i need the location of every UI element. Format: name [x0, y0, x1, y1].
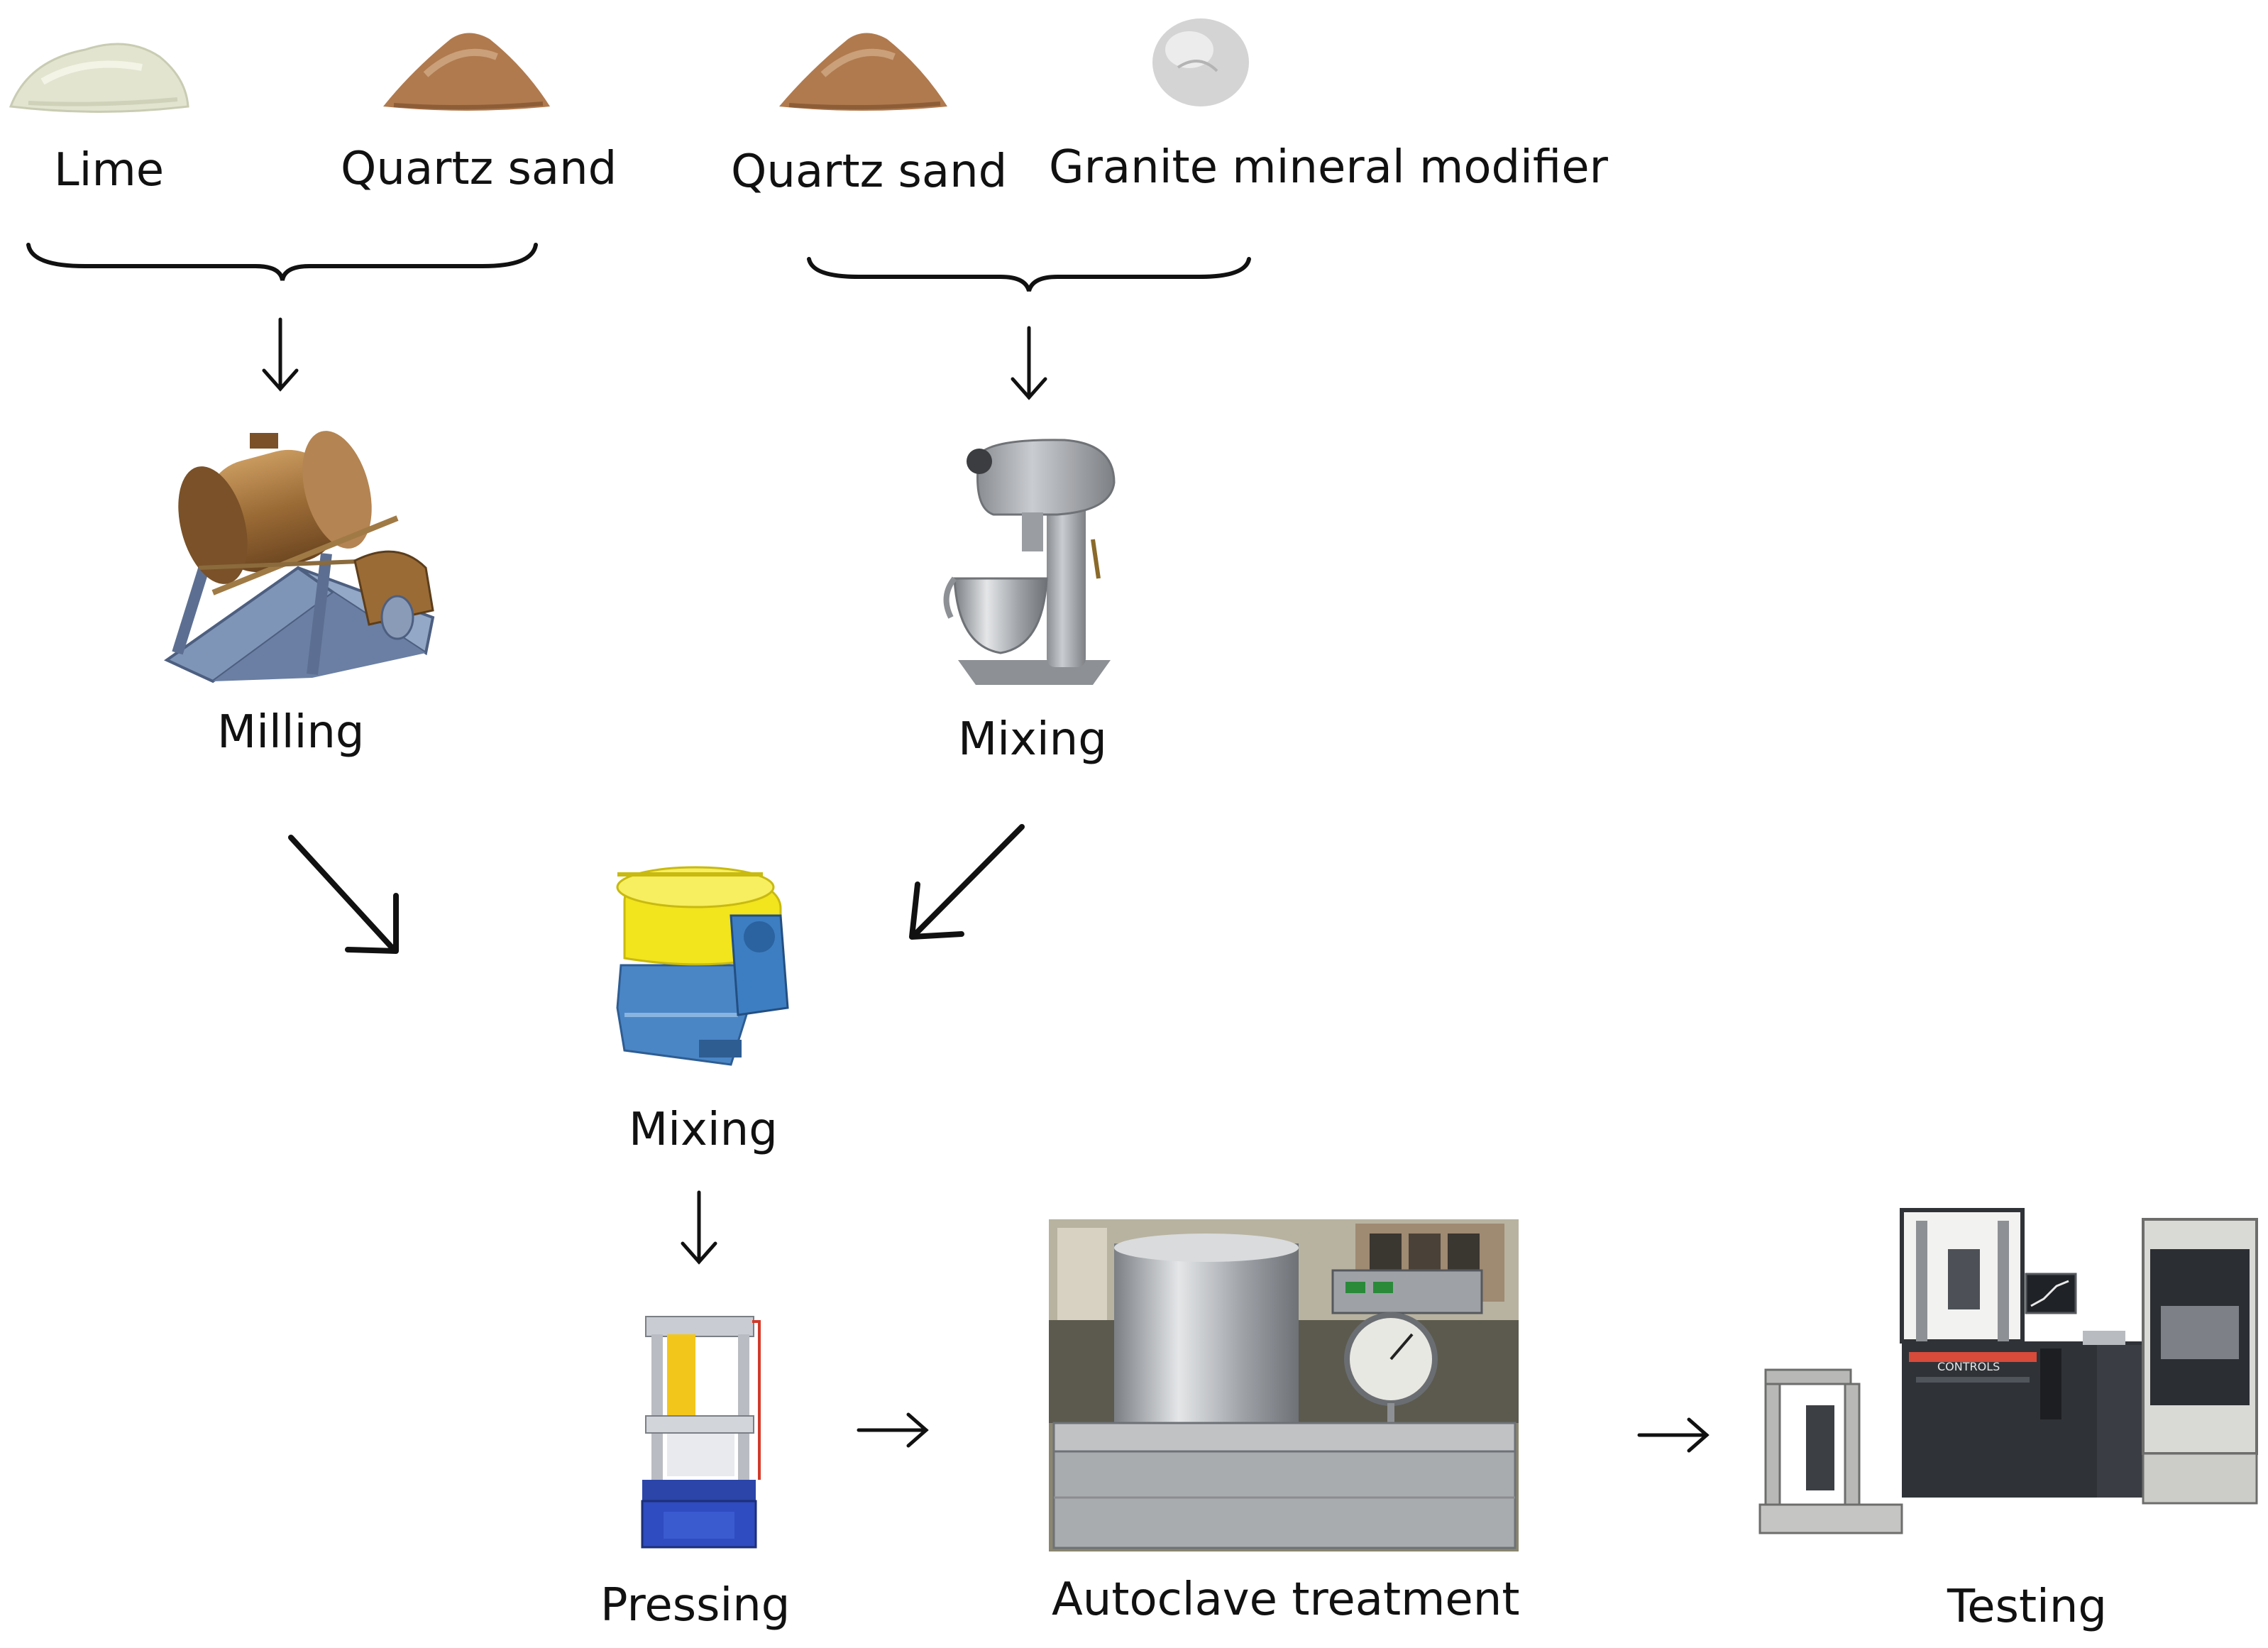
- arrow-milling-to-mixer: [288, 835, 399, 954]
- label-lime: Lime: [54, 144, 165, 197]
- ball-mill-illustration: [164, 431, 435, 683]
- arrow-to-testing: [1637, 1417, 1710, 1453]
- tester-brand-label: CONTROLS: [1937, 1360, 2000, 1373]
- autoclave-photo-illustration: [1049, 1219, 1519, 1551]
- label-quartz-sand-2: Quartz sand: [731, 145, 1008, 198]
- label-milling: Milling: [217, 706, 365, 759]
- brace-left: [26, 243, 538, 281]
- hydraulic-press-illustration: [641, 1316, 761, 1549]
- stand-mixer-illustration: [943, 439, 1116, 685]
- arrow-to-pressing: [681, 1190, 717, 1265]
- label-testing: Testing: [1947, 1581, 2107, 1633]
- lime-powder-pile-illustration: [9, 43, 189, 113]
- arrow-mixing-to-mixer: [909, 824, 1025, 940]
- label-mixing-1: Mixing: [958, 713, 1107, 766]
- quartz-sand-pile-illustration-1: [383, 33, 550, 111]
- arrow-to-autoclave: [857, 1412, 929, 1448]
- granite-modifier-pile-illustration: [1152, 18, 1249, 106]
- label-granite-mineral-modifier: Granite mineral modifier: [1049, 141, 1608, 194]
- arrow-to-milling: [262, 317, 299, 392]
- arrow-to-mixing-1: [1011, 326, 1047, 400]
- brace-right: [807, 257, 1251, 292]
- label-autoclave-treatment: Autoclave treatment: [1052, 1573, 1520, 1626]
- label-pressing: Pressing: [600, 1579, 791, 1632]
- intensive-mixer-illustration: [616, 866, 789, 1066]
- label-quartz-sand-1: Quartz sand: [341, 143, 617, 195]
- testing-machines-illustration: [1758, 1208, 2258, 1534]
- quartz-sand-pile-illustration-2: [779, 33, 947, 111]
- label-mixing-2: Mixing: [629, 1104, 778, 1156]
